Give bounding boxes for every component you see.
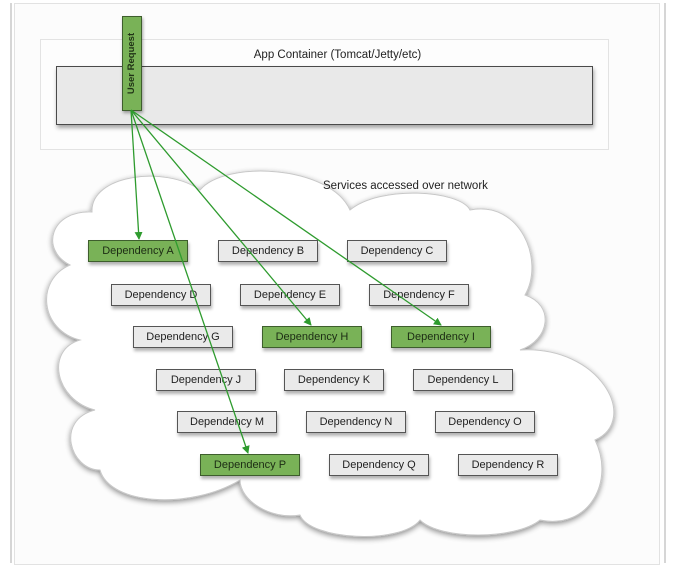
user-request-node[interactable]: User Request [122,16,142,111]
dependency-j[interactable]: Dependency J [156,369,256,391]
dependency-o[interactable]: Dependency O [435,411,535,433]
dependency-i[interactable]: Dependency I [391,326,491,348]
dependency-q[interactable]: Dependency Q [329,454,429,476]
dependency-c[interactable]: Dependency C [347,240,447,262]
dependency-h[interactable]: Dependency H [262,326,362,348]
dependency-e[interactable]: Dependency E [240,284,340,306]
dependency-b[interactable]: Dependency B [218,240,318,262]
dependency-g[interactable]: Dependency G [133,326,233,348]
dependency-a[interactable]: Dependency A [88,240,188,262]
services-label: Services accessed over network [323,180,488,192]
cloud-shape [46,170,615,537]
app-container-label: App Container (Tomcat/Jetty/etc) [253,49,422,61]
dependency-l[interactable]: Dependency L [413,369,513,391]
user-request-label: User Request [126,32,138,95]
dependency-d[interactable]: Dependency D [111,284,211,306]
dependency-k[interactable]: Dependency K [284,369,384,391]
page-frame [10,3,666,563]
dependency-r[interactable]: Dependency R [458,454,558,476]
dependency-n[interactable]: Dependency N [306,411,406,433]
dependency-m[interactable]: Dependency M [177,411,277,433]
dependency-f[interactable]: Dependency F [369,284,469,306]
dependency-p[interactable]: Dependency P [200,454,300,476]
